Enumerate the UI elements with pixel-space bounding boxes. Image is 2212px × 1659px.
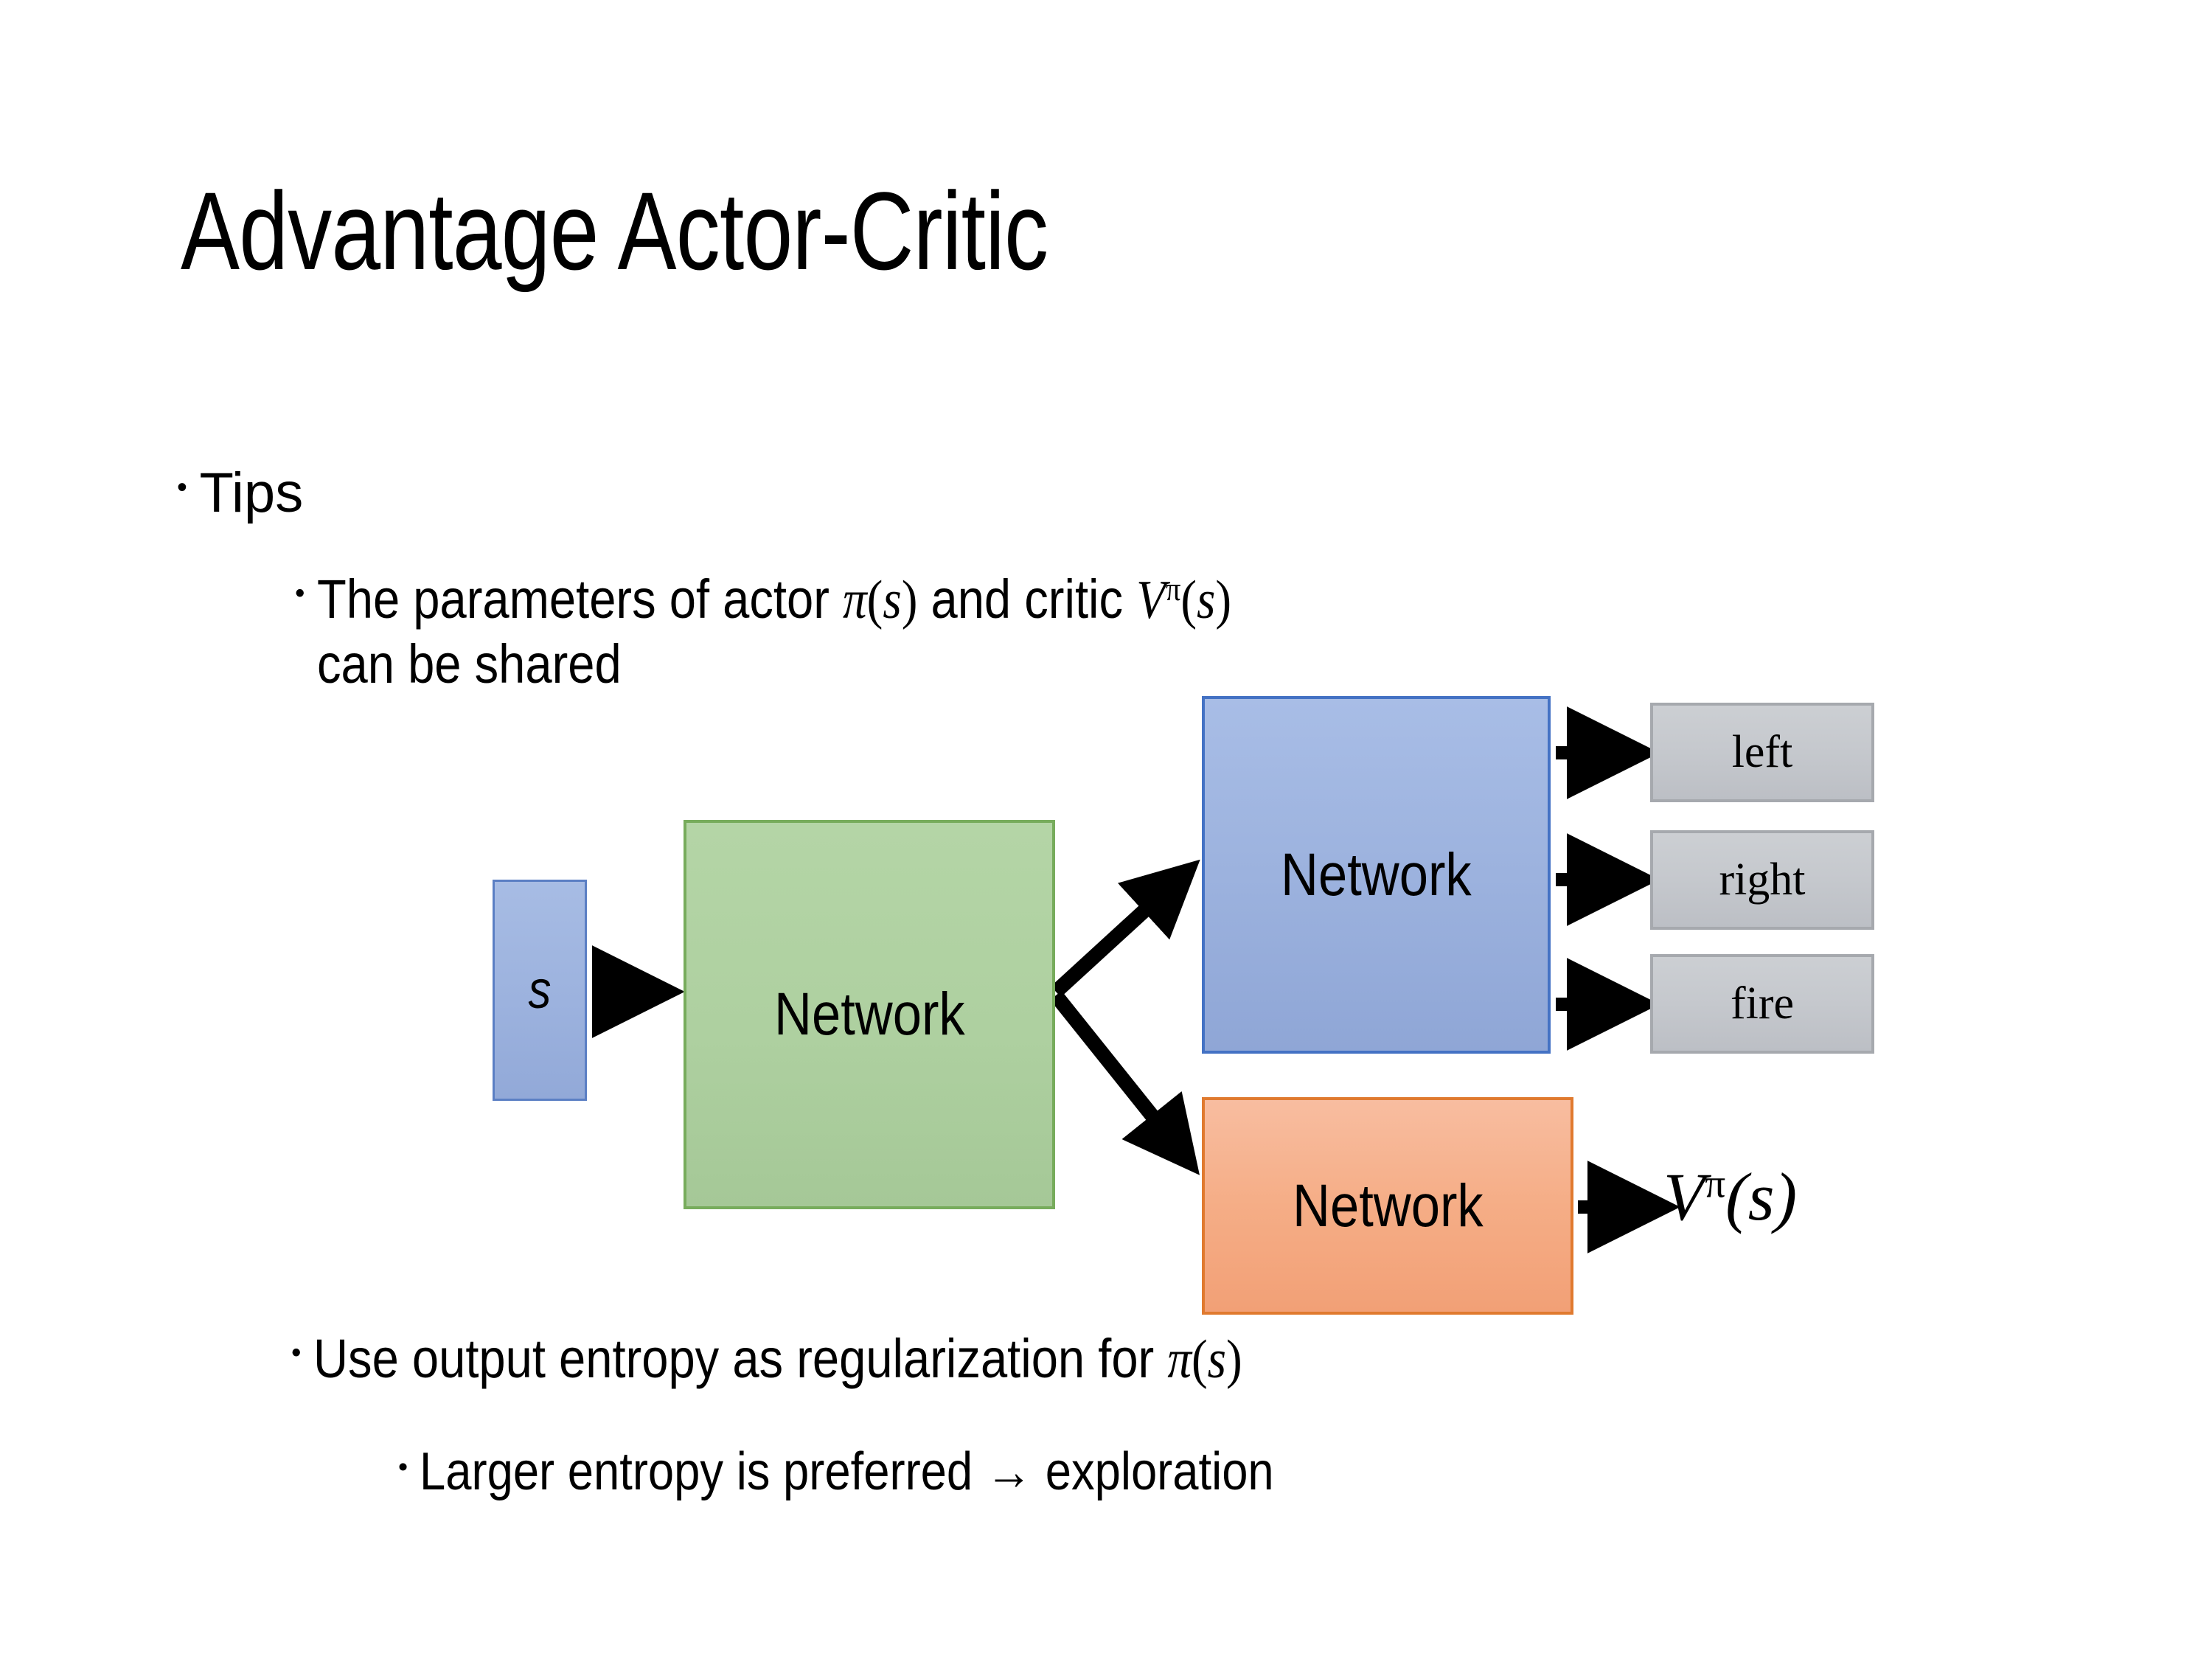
bullet-marker: • [291,1337,302,1369]
action-label-left: left [1731,727,1793,777]
arrow-shared-to-critic-network [1050,990,1200,1175]
bullet-entropy-regularization-body: Use output entropy as regularization for… [313,1327,1242,1392]
action-box-fire[interactable]: fire [1650,954,1874,1054]
bullet-text-middle: and critic [917,568,1136,630]
bullet-shared-parameters: • The parameters of actor π(s) and criti… [295,568,2153,696]
bullet-entropy-regularization: • Use output entropy as regularization f… [291,1327,2149,1392]
value-argument: (s) [1725,1159,1798,1234]
value-symbol: V [1663,1159,1705,1234]
action-label-right: right [1719,855,1806,905]
bullet-marker: • [177,470,187,504]
bullet-marker: • [295,577,305,610]
shared-network-box[interactable]: Network [684,820,1055,1209]
arrow-shared-to-actor-network [1051,859,1200,998]
action-box-left[interactable]: left [1650,703,1874,802]
math-policy-pi-s: π(s) [842,570,918,630]
math-value-v-pi-s: Vπ(s) [1135,570,1231,630]
actor-network-box[interactable]: Network [1202,696,1551,1054]
input-state-box[interactable]: s [493,880,587,1101]
bullet-text-prefix: Use output entropy as regularization for [313,1328,1167,1389]
bullet-shared-parameters-line1: The parameters of actor π(s) and critic … [317,568,1231,633]
shared-network-label: Network [773,981,965,1048]
bullet-text-prefix: The parameters of actor [316,568,843,630]
critic-network-label: Network [1292,1172,1484,1239]
value-superscript-pi: π [1705,1161,1726,1206]
action-label-fire: fire [1730,978,1795,1029]
page-title: Advantage Actor-Critic [181,169,1048,293]
bullet-marker: • [398,1450,408,1482]
input-state-label: s [528,961,552,1020]
actor-network-label: Network [1281,841,1472,908]
critic-value-output: Vπ(s) [1663,1158,1797,1236]
bullet-tips: • Tips [177,461,303,526]
action-box-right[interactable]: right [1650,830,1874,930]
bullet-larger-entropy: • Larger entropy is preferred → explorat… [398,1441,2168,1503]
bullet-shared-parameters-body: The parameters of actor π(s) and critic … [317,568,1356,696]
bullet-larger-entropy-label: Larger entropy is preferred → exploratio… [419,1442,1274,1501]
bullet-shared-parameters-line2: can be shared [316,633,622,695]
critic-network-box[interactable]: Network [1202,1097,1573,1315]
math-policy-pi-s: π(s) [1166,1329,1242,1390]
bullet-tips-label: Tips [199,462,304,524]
